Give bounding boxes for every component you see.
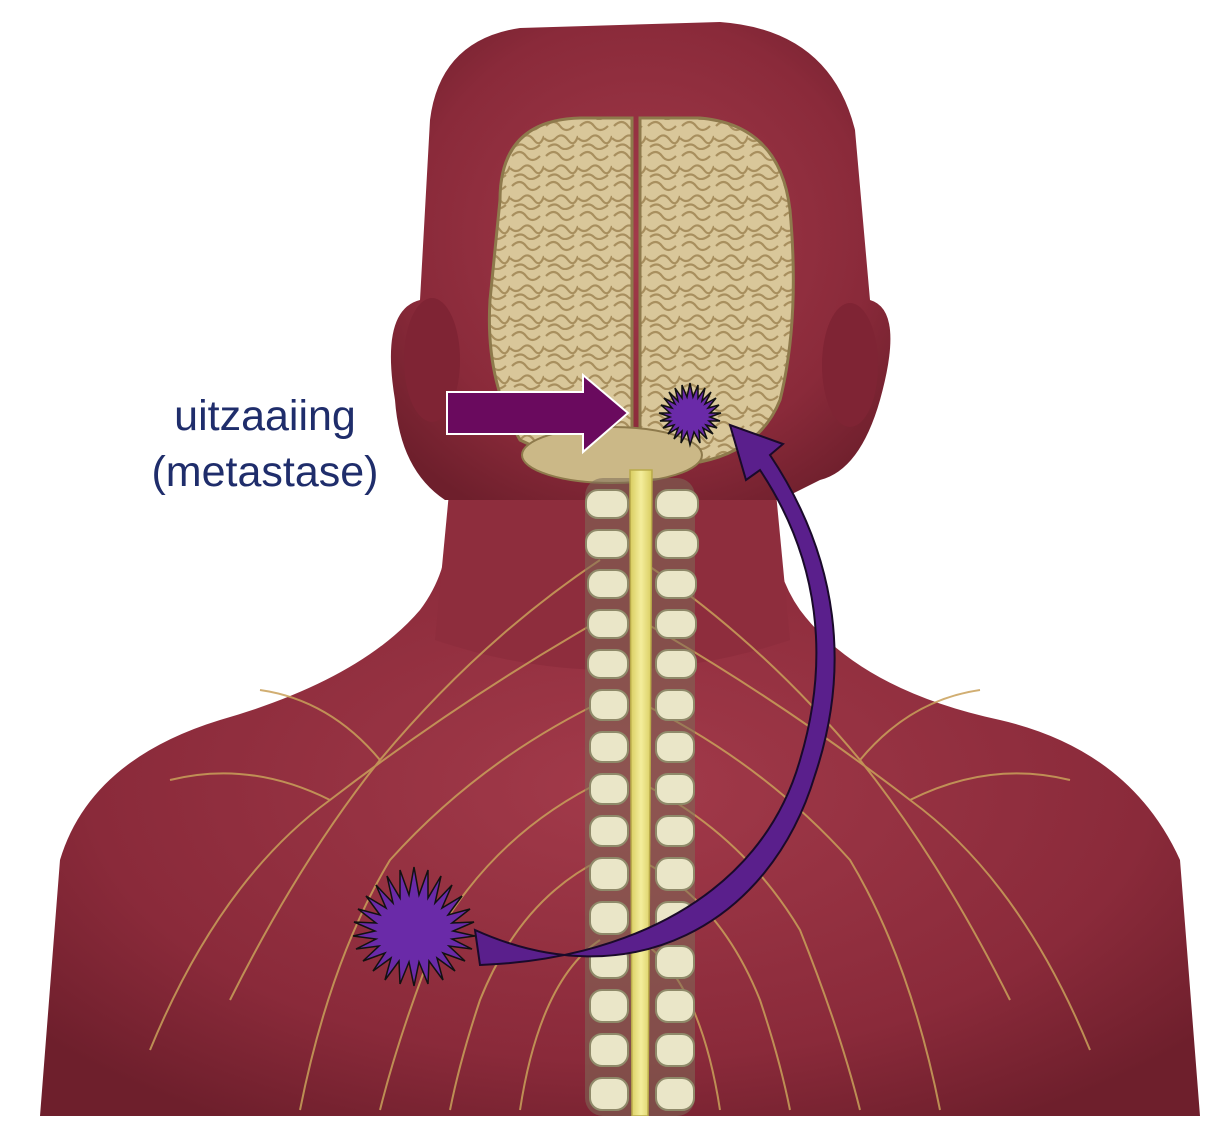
label-line-2: (metastase) [110,444,420,500]
metastasis-label: uitzaaiing (metastase) [110,388,420,500]
spinal-cord [630,470,652,1116]
label-line-1: uitzaaiing [110,388,420,444]
right-ear [822,303,878,427]
